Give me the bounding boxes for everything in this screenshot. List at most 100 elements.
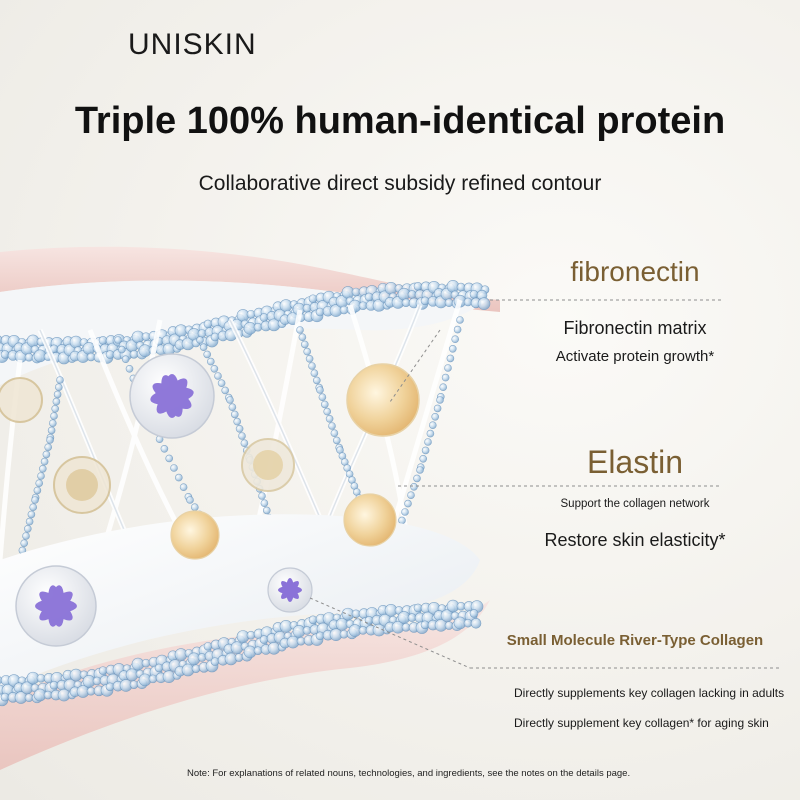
bead [175,473,183,482]
bubble [259,635,269,644]
bead [320,400,329,409]
bubble [197,653,207,662]
collagen-line-2: Directly supplement key collagen* for ag… [514,716,769,730]
fibronectin-line-1: Fibronectin matrix [563,318,707,338]
bead [23,524,32,533]
bead [260,499,269,508]
bubble [246,309,256,319]
bead [42,450,51,459]
bead [451,335,460,344]
bead [228,403,237,412]
bead [33,486,42,495]
bubble [148,674,158,684]
bead [421,446,430,455]
bead [217,379,226,388]
bubble [203,319,213,329]
bead [203,350,211,359]
fibronectin-line-2: Activate protein growth* [555,348,715,365]
bead [439,383,448,392]
bead [125,364,134,373]
bead [332,436,341,445]
bead [305,354,314,363]
bead [318,393,327,402]
bead [428,421,437,430]
bead [31,496,39,504]
elastin-title: Elastin [586,444,684,480]
bead [296,326,304,334]
bead [121,355,130,364]
bubble [470,617,482,629]
bead [54,383,63,392]
bead [231,410,239,419]
bead [330,429,339,438]
bead [56,376,64,384]
bead [221,386,229,395]
bead [199,343,208,352]
bead [258,492,266,500]
bead [160,444,169,453]
bead [436,396,444,404]
bead [444,364,452,372]
bubble [477,297,491,311]
bead [407,491,415,500]
bead [52,397,61,406]
purple-protein-sphere-large [129,353,215,439]
bead [308,362,316,370]
bead [310,369,319,378]
bead [196,336,204,344]
elastin-line-1: Support the collagen network [560,498,710,510]
bubble [246,630,256,640]
bead [38,464,47,473]
bead [25,517,34,526]
bead [207,357,215,366]
bead [424,438,432,446]
purple-protein-sphere-small [267,567,313,613]
bead [170,464,178,472]
bead [27,510,36,519]
bead [426,429,435,438]
bead [448,344,457,353]
purple-protein-sphere-bottom [15,565,97,647]
bubble [234,653,244,662]
collagen-line-1: Directly supplements key collagen lackin… [514,686,785,700]
bubble [210,657,220,666]
footnote: Note: For explanations of related nouns,… [187,768,631,779]
bead [210,364,219,373]
bead [413,474,421,483]
bead [214,372,222,380]
bubble [191,664,201,673]
bubble [203,641,213,651]
bead [453,325,462,334]
fibronectin-title: fibronectin [570,256,700,287]
bead [40,457,49,466]
bead [398,516,406,525]
bead [419,454,428,463]
bead [240,439,249,448]
bead [312,376,321,385]
bead [51,404,60,413]
bead [22,532,30,540]
bead [191,503,199,512]
bead [20,539,29,548]
bead [165,454,173,463]
bead [53,390,62,399]
bead [410,482,418,491]
bead [316,386,324,394]
bead [37,472,45,480]
bead [328,422,336,430]
bead [44,443,53,452]
bead [186,496,194,504]
bead [35,479,44,488]
collagen-title: Small Molecule River-Type Collagen [506,632,764,649]
bead [431,412,440,421]
bead [47,426,56,435]
bead [50,412,58,420]
bead [48,419,57,428]
bead [456,316,464,324]
bead [233,417,241,426]
bead [446,354,455,363]
brand-logo: UNISKIN [128,28,257,61]
bead [323,407,332,416]
